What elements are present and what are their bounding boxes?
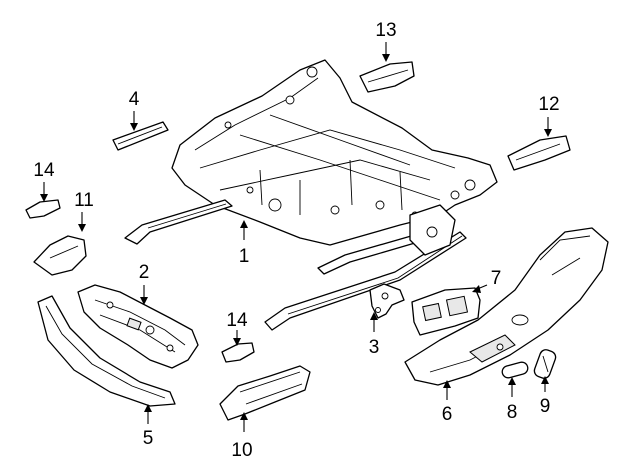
clip-part-14-upper	[25, 199, 61, 219]
clip-part-14-lower	[221, 342, 255, 363]
seat-frame-part-1	[124, 59, 498, 331]
rail-cover-part-10	[219, 365, 311, 421]
callout-label-14-lower: 14	[226, 310, 248, 331]
callout-2: 2	[139, 262, 150, 305]
callout-label-11: 11	[74, 190, 94, 211]
bracket-part-3	[369, 283, 405, 319]
trim-part-4	[112, 121, 169, 151]
callout-3: 3	[369, 312, 380, 358]
callout-label-4: 4	[129, 89, 140, 110]
callout-8: 8	[507, 377, 518, 423]
callout-5: 5	[143, 404, 154, 449]
callout-label-10: 10	[231, 440, 252, 461]
callout-10: 10	[231, 412, 253, 461]
callout-12: 12	[538, 94, 560, 137]
callout-1: 1	[239, 220, 250, 267]
switch-module-part-7	[411, 287, 481, 336]
callout-7: 7	[472, 268, 501, 293]
side-shield-part-5	[37, 295, 176, 407]
callout-11: 11	[74, 190, 94, 232]
callout-9: 9	[540, 376, 551, 417]
callout-label-1: 1	[239, 246, 250, 267]
callout-4: 4	[129, 89, 140, 131]
callout-label-13: 13	[375, 20, 396, 41]
callout-13: 13	[375, 20, 397, 62]
callout-label-2: 2	[139, 262, 150, 283]
callout-label-8: 8	[507, 402, 518, 423]
callout-14-lower: 14	[226, 310, 248, 346]
outer-shield-part-6	[404, 227, 609, 386]
callout-label-3: 3	[369, 337, 380, 358]
callout-6: 6	[442, 380, 453, 425]
trim-cap-part-12	[507, 135, 571, 171]
callout-label-14-upper: 14	[33, 160, 55, 181]
knob-part-8	[501, 361, 529, 379]
callout-14-upper: 14	[33, 160, 55, 202]
callout-label-9: 9	[540, 396, 551, 417]
callout-label-5: 5	[143, 428, 154, 449]
trim-cap-part-13	[359, 61, 415, 93]
callout-label-12: 12	[538, 94, 559, 115]
callout-label-7: 7	[491, 268, 502, 289]
small-cover-part-11	[33, 235, 87, 276]
switch-cap-part-9	[533, 349, 557, 379]
harness-bracket-part-2	[77, 284, 199, 369]
callout-label-6: 6	[442, 404, 453, 425]
